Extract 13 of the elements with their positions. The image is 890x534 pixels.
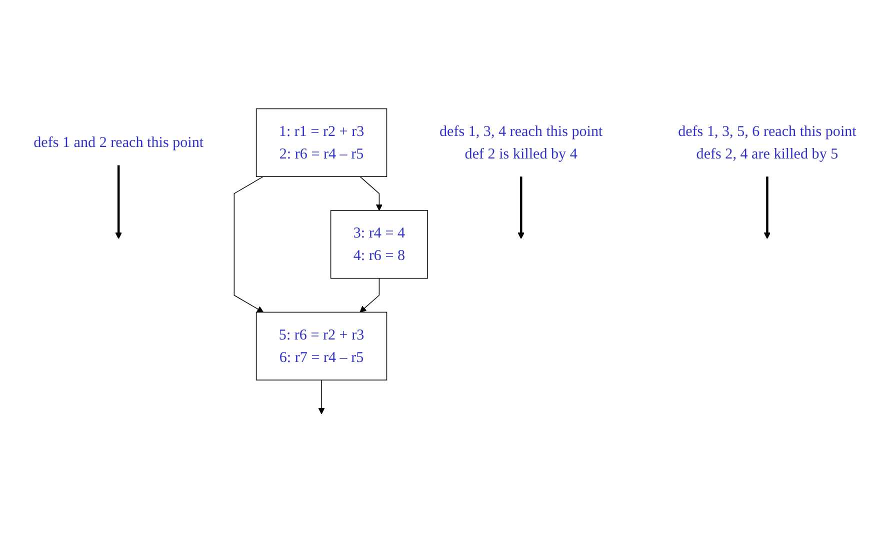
arrow <box>764 176 771 240</box>
node-box: 5: r6 = r2 + r3 6: r7 = r4 – r5 <box>256 312 388 380</box>
node-box: 1: r1 = r2 + r3 2: r6 = r4 – r5 <box>256 108 388 177</box>
arrow <box>360 278 380 313</box>
arrow <box>518 176 524 240</box>
node-text: defs 1 and 2 reach this point <box>34 134 204 151</box>
arrow <box>360 176 383 211</box>
node-box: 3: r4 = 4 4: r6 = 8 <box>330 210 428 279</box>
arrow <box>234 176 264 312</box>
node-text: defs 1, 3, 4 reach this point def 2 is killed by 4 <box>439 123 603 162</box>
arrow <box>115 165 122 240</box>
node-text: defs 1, 3, 5, 6 reach this point defs 2, 4 are killed by 5 <box>678 123 856 162</box>
arrow <box>318 380 325 414</box>
